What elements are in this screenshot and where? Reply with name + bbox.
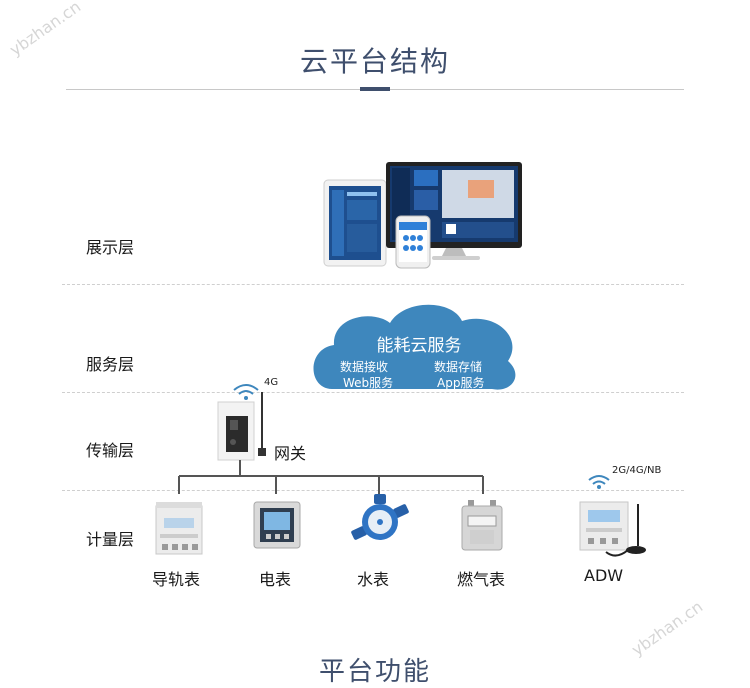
cloud-item-data-storage: 数据存储 <box>434 360 483 374</box>
rail-meter-icon <box>155 502 203 555</box>
device-label-rail-meter: 导轨表 <box>151 570 200 589</box>
cloud-item-web-service: Web服务 <box>343 376 394 390</box>
display-devices-illustration <box>323 162 522 269</box>
layer-label-metering: 计量层 <box>86 530 135 549</box>
gateway-network-label: 4G <box>264 377 279 388</box>
device-label-gas-meter: 燃气表 <box>456 570 505 589</box>
page-title: 云平台结构 <box>299 45 450 78</box>
adw-device-icon <box>579 501 646 557</box>
device-label-water-meter: 水表 <box>356 570 389 589</box>
layer-label-display: 展示层 <box>86 238 135 257</box>
adw-network-label: 2G/4G/NB <box>612 465 662 476</box>
water-meter-icon <box>351 494 409 540</box>
gas-meter-icon <box>461 500 503 551</box>
section-title-platform-features: 平台功能 <box>318 657 431 687</box>
cloud-item-data-receive: 数据接收 <box>340 360 389 374</box>
layer-label-service: 服务层 <box>86 355 135 374</box>
adw-wifi-icon <box>588 475 610 489</box>
cloud-shape <box>313 304 516 390</box>
wifi-icon <box>233 384 259 400</box>
electric-meter-icon <box>253 501 301 549</box>
tablet-icon <box>323 179 387 267</box>
cloud-title: 能耗云服务 <box>376 336 462 356</box>
gateway-device-icon <box>217 392 266 461</box>
layer-divider-2 <box>62 392 684 393</box>
adw-label: ADW <box>584 566 624 585</box>
device-label-electric-meter: 电表 <box>258 570 291 589</box>
layer-divider-1 <box>62 284 684 285</box>
title-accent-bar <box>360 87 390 91</box>
layer-label-transmission: 传输层 <box>86 441 135 460</box>
phone-icon <box>395 215 431 269</box>
gateway-label: 网关 <box>274 444 307 463</box>
layer-divider-3 <box>62 490 684 491</box>
cloud-item-app-service: App服务 <box>437 376 485 390</box>
